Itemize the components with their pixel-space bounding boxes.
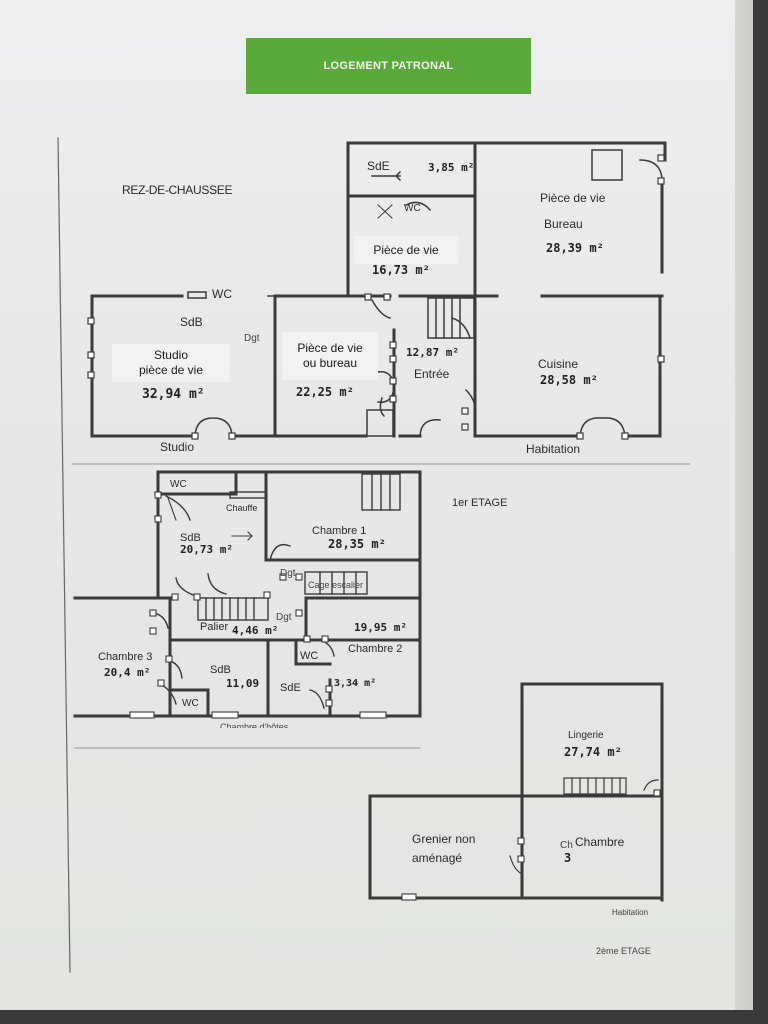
ff-wc-label: WC [170,479,187,490]
grenier-label: Grenier non aménagé [412,832,476,866]
entree-area: 12,87 m² [406,346,459,359]
ff-sdb2-label: SdB [210,664,231,676]
studio-area: 32,94 m² [142,387,205,402]
second-floor-details [509,777,659,875]
ground-floor-walls [90,141,667,438]
ff-sdb2-area: 11,09 [226,677,260,690]
bureau-label: Bureau [544,217,583,231]
studio-dgt-label: Dgt [244,333,260,344]
lingerie-label: Lingerie [568,730,604,741]
studio-wc-label: WC [212,287,232,301]
piece-vie-bureau-box: Pièce de vie ou bureau [282,332,378,380]
ff-sdb-label: SdB [180,532,201,544]
ff-sdb-area: 20,73 m² [180,543,233,556]
first-floor-label: 1er ETAGE [452,497,508,509]
chambre-num: 3 [564,851,572,865]
first-floor-details [149,473,401,709]
piece-vie-bureau-area: 22,25 m² [296,385,354,399]
banner-title: LOGEMENT PATRONAL [246,38,531,94]
ff-bottom-note: Chambre d'hôtes [220,722,289,728]
ff-dgt-b: Dgt [276,612,292,623]
studio-sdb-label: SdB [180,315,203,329]
sde-label: SdE [367,159,390,173]
ff-chauffe-label: Chauffe [226,503,258,513]
chambre1-area: 28,35 m² [328,537,386,551]
ff-dgt-a: Dgt [280,568,296,579]
piece-vie-right-label: Pièce de vie [540,191,606,205]
ff-wc2-label: WC [300,650,319,662]
ground-floor-details [187,149,663,437]
chambre2-label: Chambre 2 [348,643,403,655]
chambre-label: Chambre [575,835,625,849]
sheet-edge [735,0,753,1010]
chambre3-area: 20,4 m² [104,666,151,679]
sde-area: 3,85 m² [428,161,475,174]
habitation-2-label: Habitation [612,908,649,917]
palier-label: Palier [200,621,229,633]
second-floor-label: 2ème ETAGE [596,946,651,956]
lingerie-area: 27,74 m² [564,745,622,759]
chambre1-label: Chambre 1 [312,525,367,537]
cuisine-area: 28,58 m² [540,373,598,387]
studio-caption: Studio [160,440,195,454]
chambre2-area: 19,95 m² [354,621,407,634]
wc-label: WC [404,203,421,214]
first-floor-posts [129,491,387,719]
ground-floor-label: REZ-DE-CHAUSSEE [122,183,233,197]
entree-label: Entrée [414,367,450,381]
second-floor-walls [368,682,664,902]
ff-stairs-note: Cage escalier [308,580,364,590]
cuisine-label: Cuisine [538,357,579,371]
ch-label: Ch [560,840,573,851]
piece-vie-center-box: Pièce de vie [354,236,458,264]
ff-sde-label: SdE [280,682,301,694]
ground-floor-posts [87,154,665,440]
habitation-caption: Habitation [526,442,581,456]
palier-area: 4,46 m² [232,624,279,637]
studio-box: Studio pièce de vie [112,344,230,382]
piece-vie-center-area: 16,73 m² [372,263,430,277]
ff-wc3-label: WC [182,698,199,709]
bureau-area: 28,39 m² [546,241,604,255]
chambre3-label: Chambre 3 [98,651,153,663]
document-sheet [0,0,752,1010]
ff-sde-area: 3,34 m² [334,678,377,689]
